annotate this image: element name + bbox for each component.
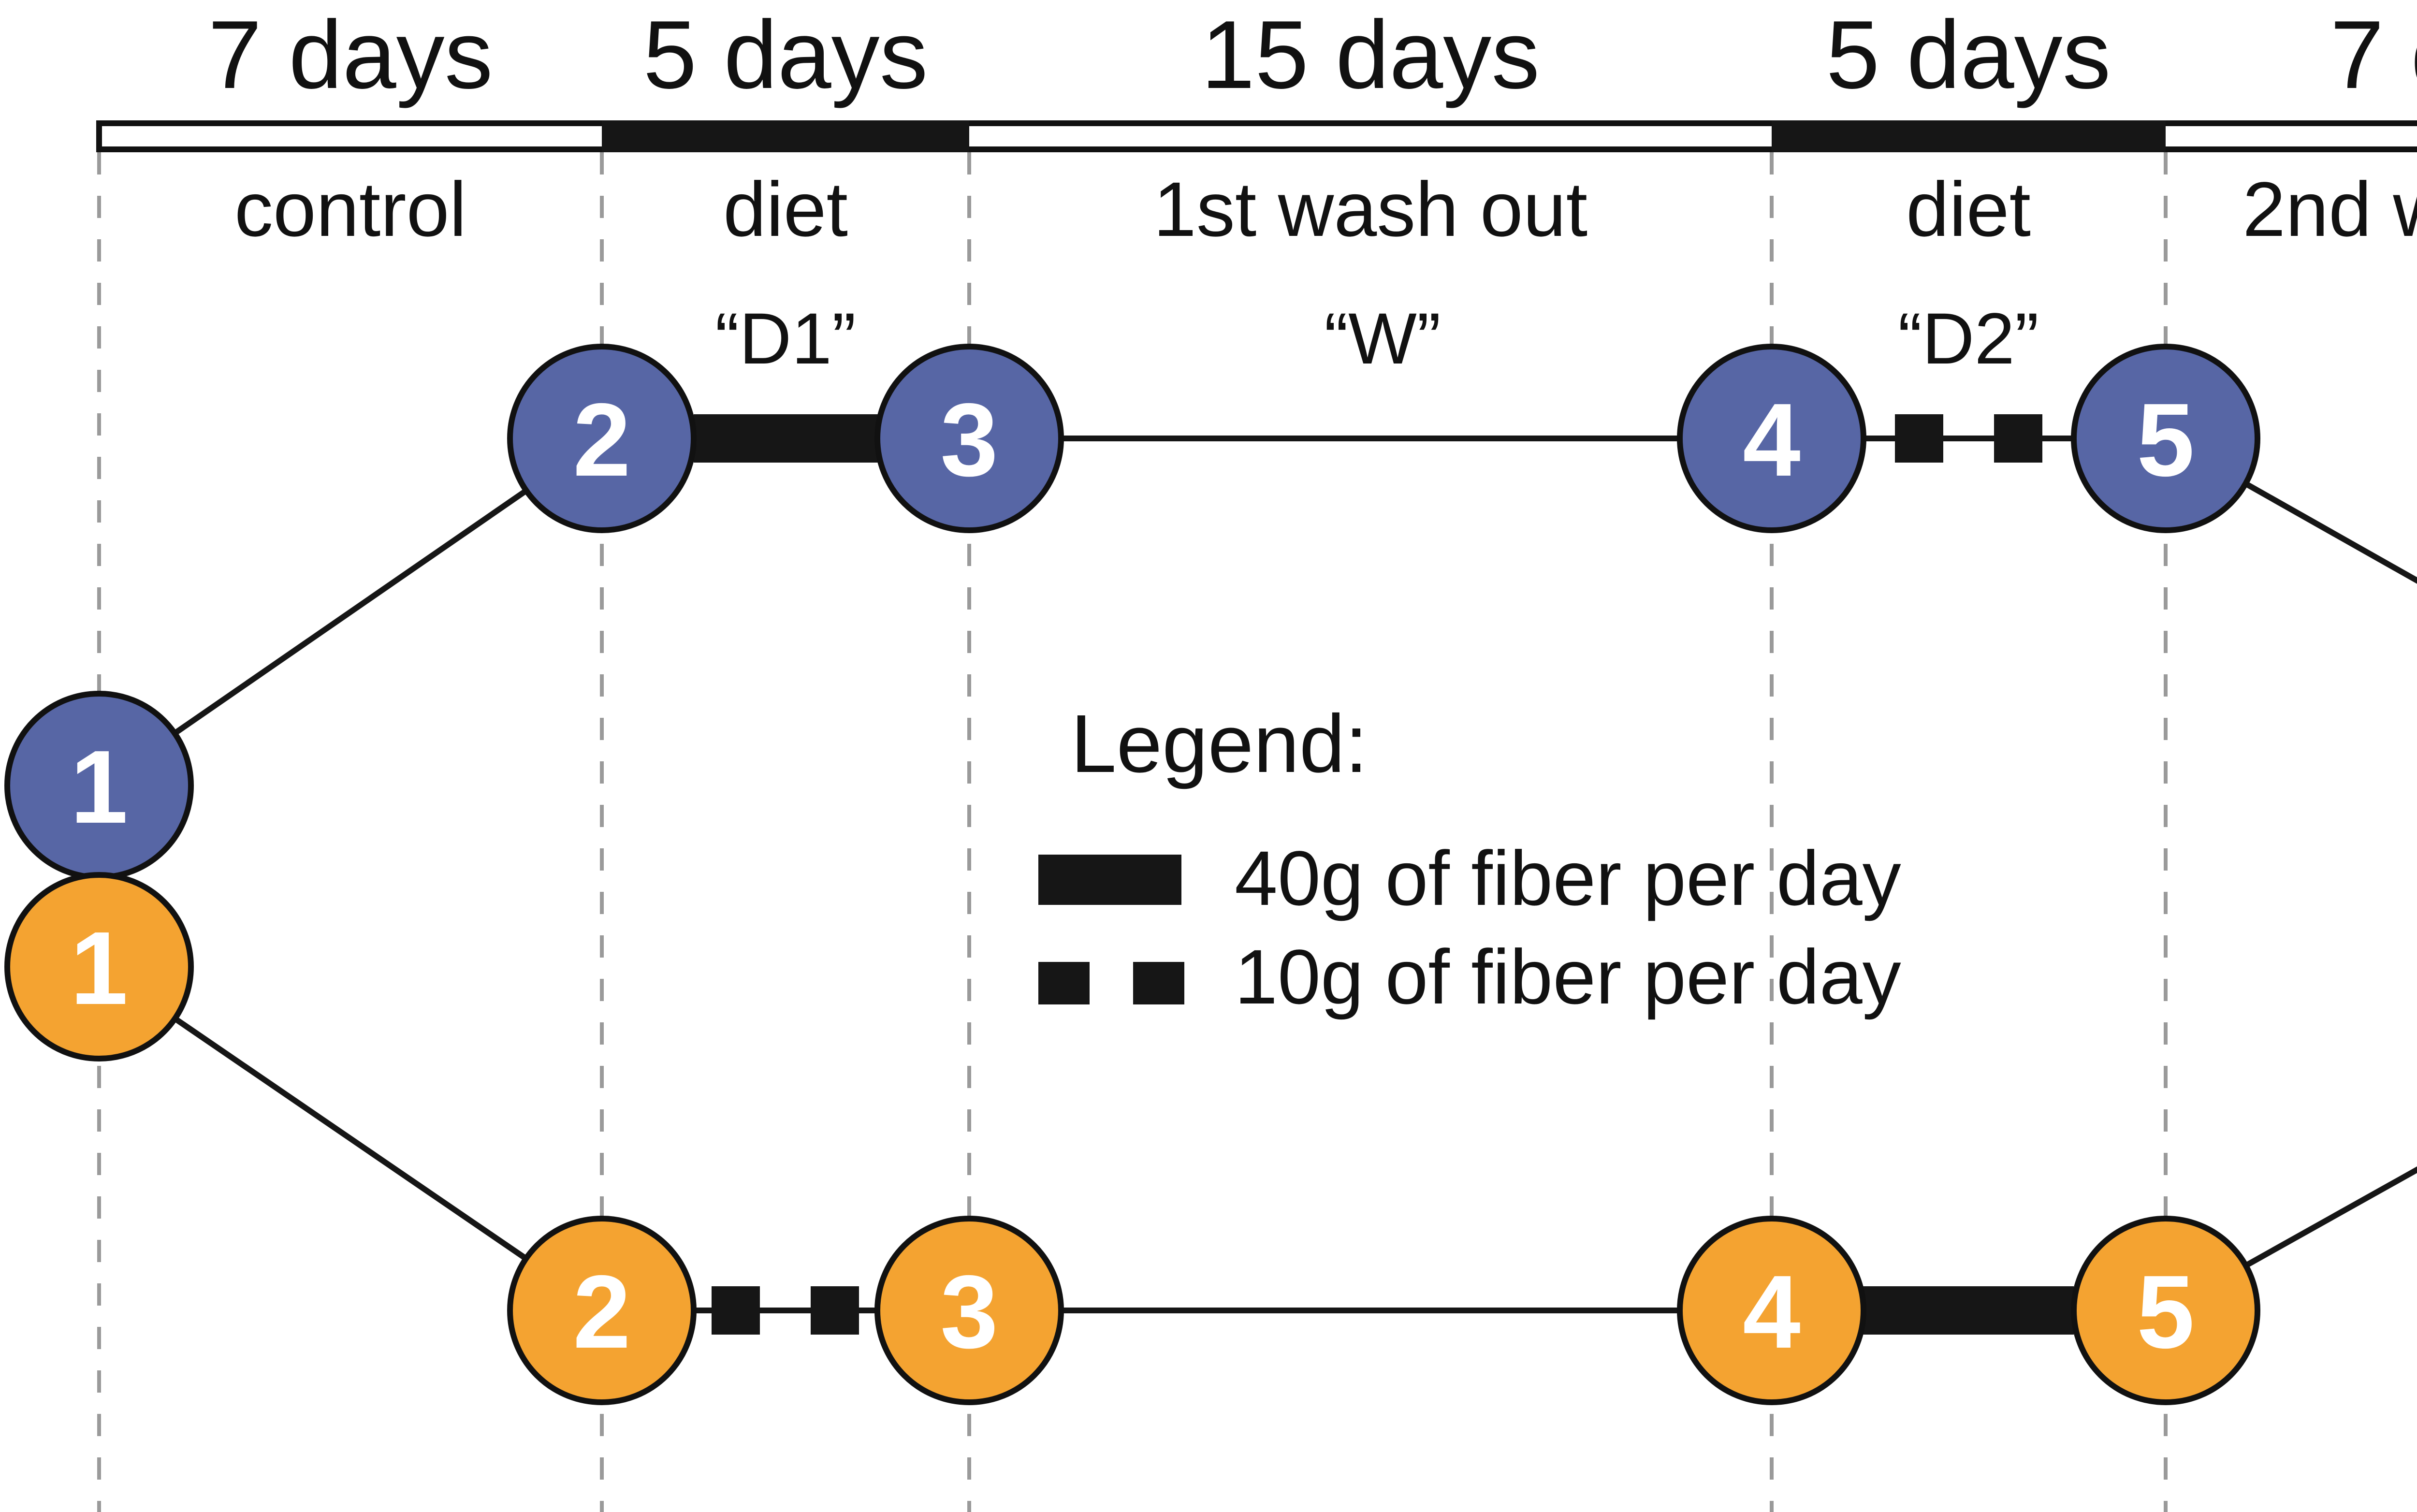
node-top-5 <box>2071 344 2260 533</box>
node-bottom-2 <box>507 1216 697 1405</box>
node-top-2 <box>507 344 697 533</box>
node-number-bottom-2: 2 <box>573 1253 631 1370</box>
link-top-5-6 <box>2164 436 2417 584</box>
node-number-top-2: 2 <box>573 381 631 498</box>
link-bottom-5-6 <box>2164 1166 2417 1313</box>
duration-label-diet1: 5 days <box>643 1 928 109</box>
dash-square-top-4-5-b <box>1994 414 2042 463</box>
timeline-diet-segment-2 <box>1772 120 2166 152</box>
dash-square-top-4-5-a <box>1895 414 1943 463</box>
node-top-3 <box>874 344 1064 533</box>
node-bottom-1 <box>4 872 194 1061</box>
phase-label-diet1: diet <box>723 166 848 252</box>
phase-label-washout2: 2nd wash out <box>2242 166 2417 252</box>
phase-label-control: control <box>234 166 466 252</box>
legend-label-10g: 10g of fiber per day <box>1235 933 1901 1020</box>
node-number-top-1: 1 <box>70 728 128 845</box>
node-number-bottom-4: 4 <box>1743 1253 1801 1370</box>
code-label-d1: “D1” <box>715 298 856 379</box>
legend-label-40g: 40g of fiber per day <box>1235 835 1901 921</box>
duration-label-control: 7 days <box>208 1 493 109</box>
legend-swatch-10g-a <box>1038 962 1090 1004</box>
node-number-top-5: 5 <box>2137 381 2195 498</box>
link-bottom-1-2 <box>97 964 604 1313</box>
legend-swatch-10g-b <box>1133 962 1184 1004</box>
thick-bar-top-2-3 <box>694 414 887 463</box>
code-label-w: “W” <box>1324 298 1441 379</box>
duration-label-washout2: 7 days <box>2330 1 2417 109</box>
phase-label-washout1: 1st wash out <box>1153 166 1587 252</box>
legend-title: Legend: <box>1071 698 1368 790</box>
duration-label-diet2: 5 days <box>1826 1 2111 109</box>
node-bottom-5 <box>2071 1216 2260 1405</box>
node-bottom-3 <box>874 1216 1064 1405</box>
legend-swatch-40g <box>1038 855 1181 905</box>
timeline-diet-segment-1 <box>602 120 969 152</box>
dash-square-bottom-2-3-b <box>811 1286 859 1335</box>
node-number-bottom-1: 1 <box>70 910 128 1026</box>
node-top-4 <box>1677 344 1866 533</box>
link-top-1-2 <box>97 436 604 788</box>
node-number-top-3: 3 <box>940 381 998 498</box>
duration-label-washout1: 15 days <box>1201 1 1540 109</box>
phase-label-diet2: diet <box>1906 166 2031 252</box>
node-number-bottom-5: 5 <box>2137 1253 2195 1370</box>
code-label-d2: “D2” <box>1898 298 2039 379</box>
dash-square-bottom-2-3-a <box>712 1286 760 1335</box>
thick-bar-bottom-4-5 <box>1861 1286 2074 1335</box>
node-bottom-4 <box>1677 1216 1866 1405</box>
node-number-bottom-3: 3 <box>940 1253 998 1370</box>
node-number-top-4: 4 <box>1743 381 1801 498</box>
